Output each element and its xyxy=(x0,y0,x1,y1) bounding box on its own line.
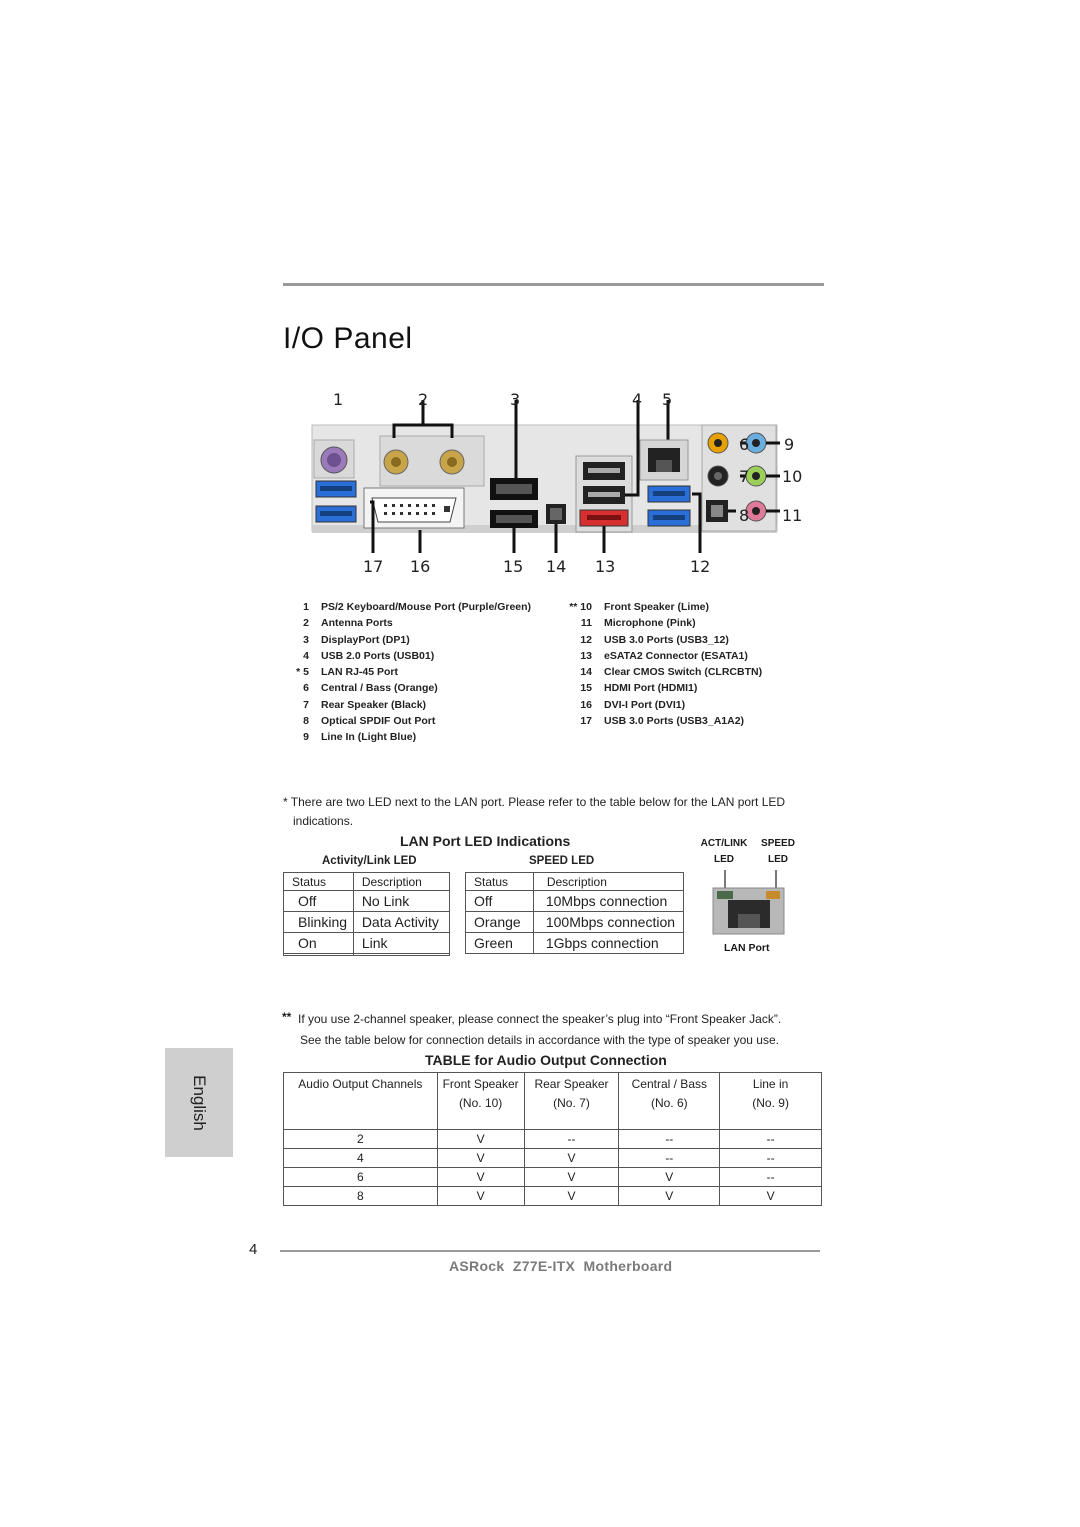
hdmi-port-icon xyxy=(490,510,538,528)
page-number: 4 xyxy=(249,1241,258,1258)
displayport-icon xyxy=(490,400,538,500)
callout-8: 8 xyxy=(739,506,750,525)
clear-cmos-switch-icon xyxy=(546,504,566,524)
callout-5: 5 xyxy=(662,390,673,409)
callout-2: 2 xyxy=(418,390,429,409)
lan-port-label: LAN Port xyxy=(724,942,770,954)
callout-12: 12 xyxy=(690,557,711,576)
table-header: Audio Output Channels Front Speaker(No. … xyxy=(283,1072,822,1130)
header-front-speaker: Front Speaker(No. 10) xyxy=(436,1072,525,1130)
callout-9: 9 xyxy=(784,435,795,454)
io-panel-diagram xyxy=(311,400,780,553)
table-header: Status Description xyxy=(283,872,451,891)
lan-port-led-diagram xyxy=(712,870,785,935)
header-rear-speaker: Rear Speaker(No. 7) xyxy=(523,1072,620,1130)
audio-note-line-2: See the table below for connection detai… xyxy=(300,1033,779,1047)
audio-note-line-1: If you use 2-channel speaker, please con… xyxy=(298,1012,782,1026)
esata-connector-icon xyxy=(579,509,629,527)
callout-4: 4 xyxy=(632,390,643,409)
usb3-12-ports-icon xyxy=(647,485,691,527)
audio-table-title: TABLE for Audio Output Connection xyxy=(425,1052,667,1068)
act-link-led-label: ACT/LINK LED xyxy=(700,838,748,865)
footer-product-name: ASRock Z77E-ITX Motherboard xyxy=(449,1258,673,1274)
header-central-bass: Central / Bass(No. 6) xyxy=(618,1072,721,1130)
header-audio-channels: Audio Output Channels xyxy=(283,1072,438,1130)
footer-rule xyxy=(280,1250,820,1252)
header-line-in: Line in(No. 9) xyxy=(719,1072,822,1130)
callout-10: 10 xyxy=(782,467,803,486)
callout-15: 15 xyxy=(503,557,524,576)
callout-3: 3 xyxy=(510,390,521,409)
callout-11: 11 xyxy=(782,506,803,525)
callout-16: 16 xyxy=(410,557,431,576)
language-side-tab xyxy=(165,1048,233,1157)
lan-note-line-1: * There are two LED next to the LAN port… xyxy=(283,795,786,809)
audio-output-table: Audio Output Channels Front Speaker(No. … xyxy=(283,1072,822,1206)
callout-13: 13 xyxy=(595,557,616,576)
activity-led-title: Activity/Link LED xyxy=(322,855,417,867)
speed-led-title: SPEED LED xyxy=(529,855,595,867)
table-header: Status Description xyxy=(465,872,685,891)
callout-1: 1 xyxy=(333,390,344,409)
lan-note-line-2: indications. xyxy=(293,814,354,828)
audio-jacks-icon xyxy=(701,424,777,532)
dvi-port-icon xyxy=(363,487,465,529)
callout-17: 17 xyxy=(363,557,384,576)
usb3-a1a2-ports-icon xyxy=(315,480,357,523)
audio-note-stars: ** xyxy=(282,1010,292,1024)
callout-7: 7 xyxy=(739,467,750,486)
ps2-port-icon xyxy=(313,439,355,479)
top-rule xyxy=(283,283,824,286)
antenna-ports-icon xyxy=(379,400,485,487)
callout-14: 14 xyxy=(546,557,567,576)
speed-led-label: SPEED LED xyxy=(761,838,795,865)
page-title: I/O Panel xyxy=(283,322,413,355)
lan-led-title: LAN Port LED Indications xyxy=(400,833,571,849)
language-side-tab-label: English xyxy=(189,1074,209,1131)
lan-port-icon xyxy=(639,439,689,481)
table-row-empty xyxy=(283,953,451,956)
callout-6: 6 xyxy=(739,435,750,454)
